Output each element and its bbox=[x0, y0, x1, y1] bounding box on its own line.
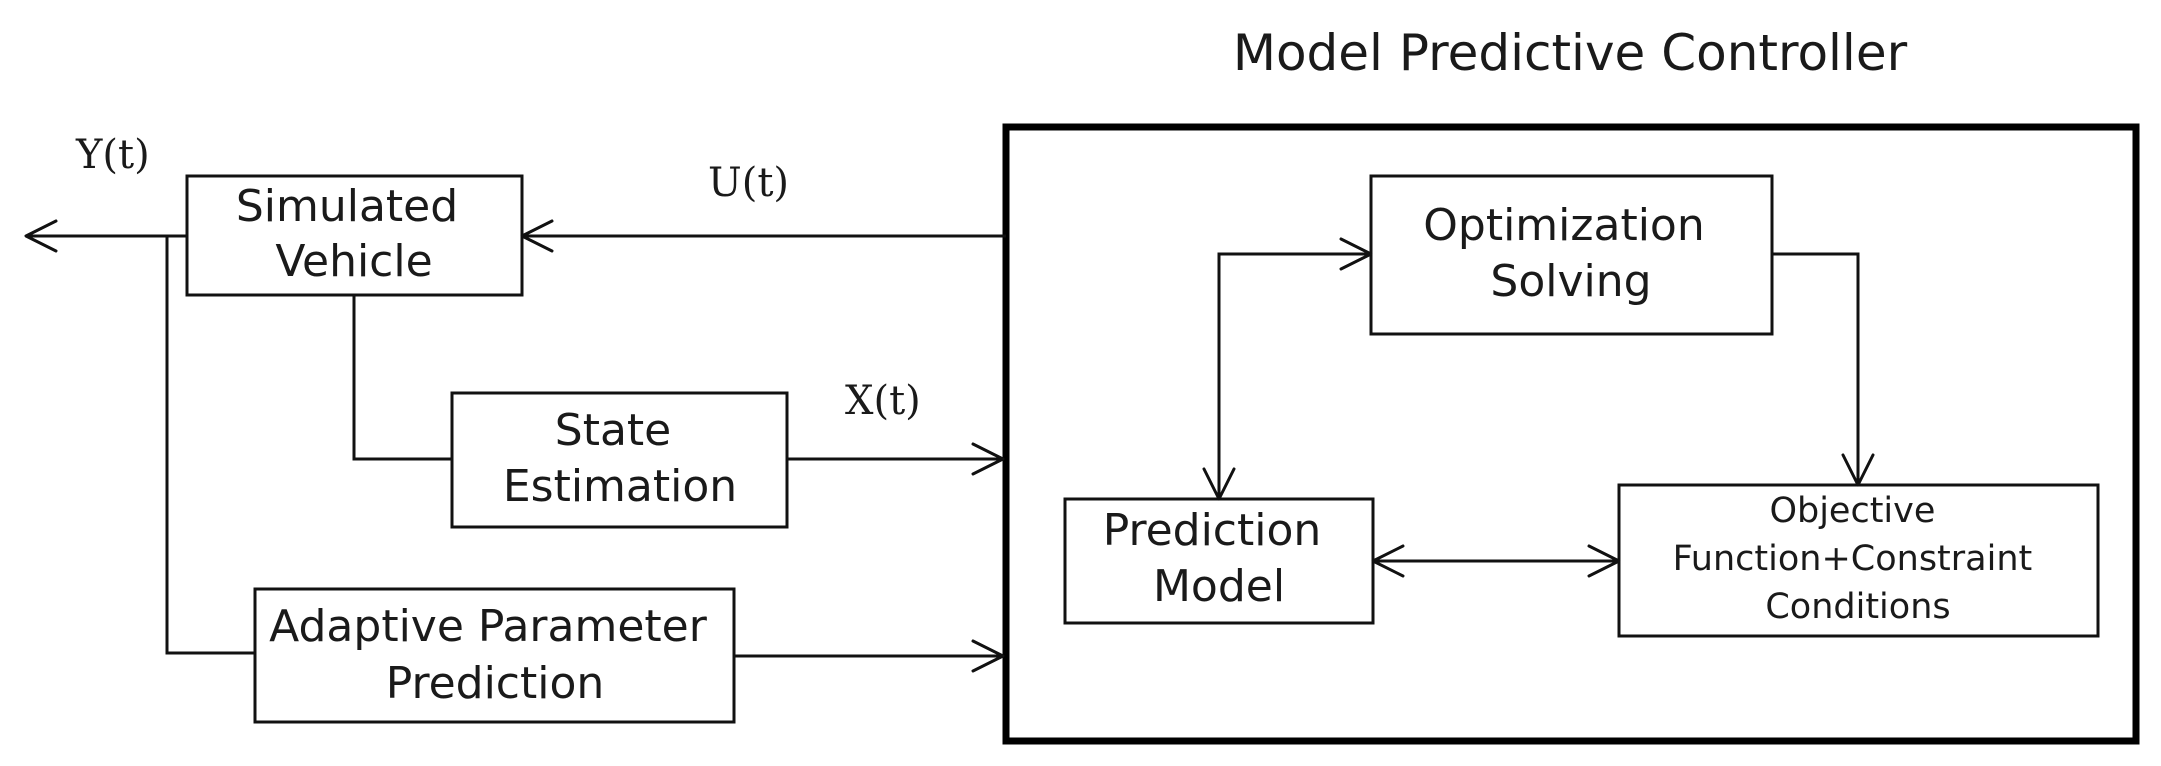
svg-text:Optimization Solving: Optimization Solving bbox=[1423, 200, 1718, 307]
control-signal-label: U(t) bbox=[708, 160, 789, 206]
adaptive-parameter-block: Adaptive Parameter Prediction bbox=[253, 587, 736, 724]
output-signal-label: Y(t) bbox=[75, 132, 150, 178]
prediction-model-line-1: Prediction bbox=[1103, 505, 1322, 556]
vehicle-to-state-line bbox=[352, 295, 452, 461]
svg-text:State Estimation: State Estimation bbox=[503, 405, 737, 512]
simulated-vehicle-line-2: Vehicle bbox=[275, 236, 432, 287]
svg-text:Adaptive Parameter Predi: Adaptive Parameter Prediction bbox=[269, 601, 721, 709]
adaptive-parameter-arrow bbox=[734, 639, 1005, 673]
prediction-model-line-2: Model bbox=[1153, 561, 1285, 612]
optimization-solving-line-1: Optimization bbox=[1423, 200, 1704, 251]
optimization-solving-block: Optimization Solving bbox=[1369, 174, 1774, 336]
objective-function-line-1: Objective bbox=[1769, 491, 1935, 531]
svg-text:Simulated Vehicle: Simulated Vehicle bbox=[236, 181, 472, 287]
objective-function-line-2: Function+Constraint bbox=[1673, 539, 2033, 579]
mpc-frame bbox=[1002, 123, 2140, 745]
svg-text:Objective Function+Const: Objective Function+Constraint Conditions bbox=[1673, 491, 2044, 627]
svg-text:Prediction Model: Prediction Model bbox=[1103, 505, 1336, 612]
objective-function-block: Objective Function+Constraint Conditions bbox=[1617, 483, 2100, 638]
state-estimation-line-1: State bbox=[555, 405, 671, 456]
simulated-vehicle-block: Simulated Vehicle bbox=[185, 174, 524, 297]
optimization-objective-arrow bbox=[1772, 252, 1875, 487]
prediction-objective-arrow bbox=[1371, 544, 1621, 578]
state-signal-label: X(t) bbox=[845, 378, 921, 424]
prediction-optimization-arrow bbox=[1202, 237, 1373, 501]
adaptive-parameter-line-2: Prediction bbox=[386, 658, 605, 709]
output-feedback-line bbox=[165, 236, 255, 655]
simulated-vehicle-line-1: Simulated bbox=[236, 181, 458, 232]
state-estimation-block: State Estimation bbox=[450, 391, 789, 529]
controller-title: Model Predictive Controller bbox=[1233, 24, 1908, 82]
objective-function-line-3: Conditions bbox=[1765, 587, 1950, 627]
control-arrow bbox=[520, 219, 1006, 253]
state-arrow bbox=[787, 442, 1005, 476]
prediction-model-block: Prediction Model bbox=[1063, 497, 1375, 625]
optimization-solving-line-2: Solving bbox=[1490, 256, 1651, 307]
state-estimation-line-2: Estimation bbox=[503, 461, 737, 512]
adaptive-parameter-line-1: Adaptive Parameter bbox=[269, 601, 708, 652]
output-arrow bbox=[24, 219, 187, 253]
